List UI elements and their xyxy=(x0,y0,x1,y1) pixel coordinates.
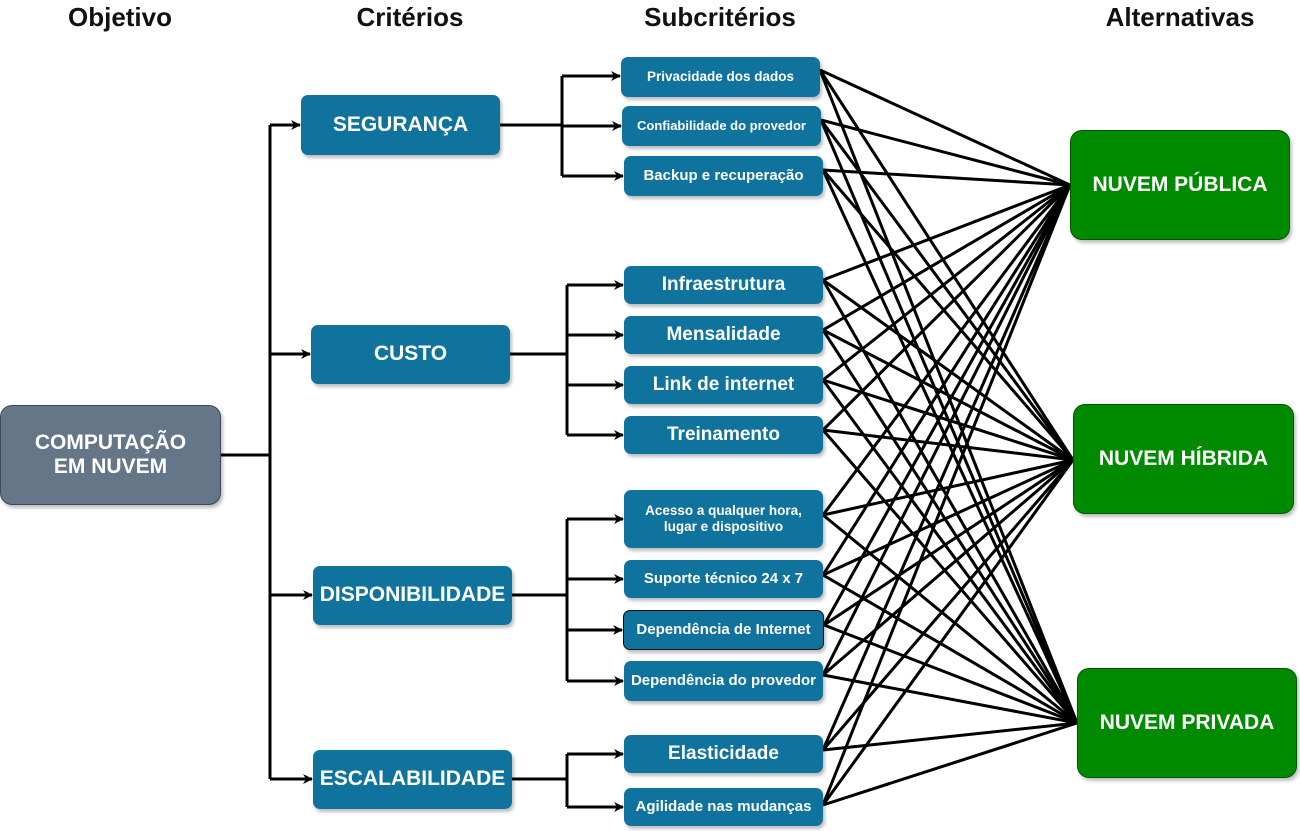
connector-subcriterion-to-alternative xyxy=(821,279,1079,724)
connector-subcriterion-to-alternative xyxy=(822,673,1078,725)
connector-subcriterion-to-alternative xyxy=(822,168,1071,187)
header-alternatives: Alternativas xyxy=(1105,2,1255,32)
connector-subcriterion-to-alternative xyxy=(822,428,1074,462)
connector-subcriterion-to-alternative xyxy=(822,183,1071,382)
alternative-nuvem-hibrida[interactable]: NUVEM HÍBRIDA xyxy=(1073,404,1294,514)
criterion-custo[interactable]: CUSTO xyxy=(311,325,510,384)
alternative-nuvem-privada[interactable]: NUVEM PRIVADA xyxy=(1077,668,1297,778)
connector-subcriterion-to-alternative xyxy=(821,183,1072,432)
connector-subcriterion-to-alternative xyxy=(821,169,1075,461)
connector-subcriterion-to-alternative xyxy=(822,183,1071,282)
connector-subcriterion-to-alternative xyxy=(821,459,1075,806)
alternative-nuvem-publica[interactable]: NUVEM PÚBLICA xyxy=(1070,130,1290,240)
subcriterion-privacidade-dos-dados[interactable]: Privacidade dos dados xyxy=(621,57,820,97)
connector-subcriterion-to-alternative xyxy=(822,513,1078,725)
subcriterion-suporte-tecnico[interactable]: Suporte técnico 24 x 7 xyxy=(624,560,823,598)
subcriterion-dependencia-de-internet[interactable]: Dependência de Internet xyxy=(623,610,824,650)
connector-subcriterion-to-alternative xyxy=(819,68,1071,187)
connector-subcriterion-to-alternative xyxy=(822,378,1074,462)
subcriterion-infraestrutura[interactable]: Infraestrutura xyxy=(624,266,823,304)
header-subcriteria: Subcritérios xyxy=(644,2,796,32)
subcriterion-acesso-line2: lugar e dispositivo xyxy=(663,519,784,534)
goal-label-line2: EM NUVEM xyxy=(53,455,168,478)
subcriterion-link-de-internet[interactable]: Link de internet xyxy=(624,366,823,404)
connector-subcriterion-to-alternative xyxy=(823,623,1078,725)
connector-subcriterion-to-alternative xyxy=(822,458,1074,677)
connector-subcriterion-to-alternative xyxy=(822,573,1078,725)
connector-subcriterion-to-alternative xyxy=(822,183,1071,332)
connector-subcriterion-to-alternative xyxy=(820,118,1071,187)
criterion-escalabilidade[interactable]: ESCALABILIDADE xyxy=(313,750,512,809)
connector-subcriterion-to-alternative xyxy=(822,184,1072,626)
connector-subcriterion-to-alternative xyxy=(822,328,1074,462)
connector-subcriterion-to-alternative xyxy=(821,184,1072,676)
connector-subcriterion-to-alternative xyxy=(821,184,1072,751)
subcriterion-agilidade-nas-mudancas[interactable]: Agilidade nas mudanças xyxy=(624,788,823,826)
subcriterion-backup-e-recuperacao[interactable]: Backup e recuperação xyxy=(624,156,823,196)
connector-subcriterion-to-alternative xyxy=(822,721,1078,807)
header-criteria: Critérios xyxy=(356,2,464,32)
connector-subcriterion-to-alternative xyxy=(821,429,1079,724)
connector-subcriterion-to-alternative xyxy=(822,278,1074,462)
subcriterion-elasticidade[interactable]: Elasticidade xyxy=(624,735,823,773)
subcriterion-acesso-line1: Acesso a qualquer hora, xyxy=(645,503,802,519)
connector-subcriterion-to-alternative xyxy=(821,184,1072,806)
connector-subcriterion-to-alternative xyxy=(819,119,1075,461)
connector-subcriterion-to-alternative xyxy=(821,184,1072,576)
connector-subcriterion-to-alternative xyxy=(818,69,1075,461)
connector-subcriterion-to-alternative xyxy=(821,379,1079,724)
subcriterion-acesso-qualquer-hora[interactable]: Acesso a qualquer hora, lugar e disposit… xyxy=(624,490,823,548)
subcriterion-confiabilidade-do-provedor[interactable]: Confiabilidade do provedor xyxy=(622,106,821,146)
goal-node[interactable]: COMPUTAÇÃO EM NUVEM xyxy=(0,405,221,505)
goal-label-line1: COMPUTAÇÃO xyxy=(34,430,187,454)
connector-subcriterion-to-alternative xyxy=(822,458,1074,577)
connector-subcriterion-to-alternative xyxy=(823,458,1074,627)
subcriterion-dependencia-do-provedor[interactable]: Dependência do provedor xyxy=(624,661,823,701)
subcriterion-treinamento[interactable]: Treinamento xyxy=(624,416,823,454)
criterion-seguranca[interactable]: SEGURANÇA xyxy=(301,95,500,155)
subcriterion-mensalidade[interactable]: Mensalidade xyxy=(624,316,823,354)
header-objective: Objetivo xyxy=(67,2,172,32)
connector-subcriterion-to-alternative xyxy=(821,329,1079,724)
criterion-disponibilidade[interactable]: DISPONIBILIDADE xyxy=(313,566,512,625)
connector-subcriterion-to-alternative xyxy=(821,184,1072,516)
